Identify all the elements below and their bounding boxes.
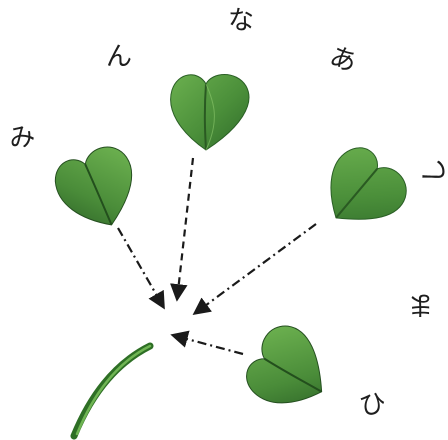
kana-label-na[interactable]: な [228, 6, 255, 36]
clover-leaf-icon-right[interactable] [309, 138, 416, 244]
arrow-from-bottom-leaf [170, 330, 244, 356]
kana-label-mi[interactable]: み [6, 120, 38, 156]
kana-label-ma[interactable]: ま [408, 289, 435, 319]
arrow-from-right-leaf [192, 223, 317, 316]
clover-stem-icon [70, 342, 154, 440]
arrow-from-left-leaf [117, 227, 165, 310]
arrow-from-top-leaf [170, 157, 195, 302]
clover-leaf-icon-left[interactable] [49, 140, 148, 238]
kana-label-n[interactable]: ん [106, 42, 133, 72]
clover-leaf-icon-top[interactable] [170, 74, 250, 151]
kana-label-shi[interactable]: し [420, 157, 448, 185]
clover-leaf-icon-bottom[interactable] [238, 317, 343, 422]
